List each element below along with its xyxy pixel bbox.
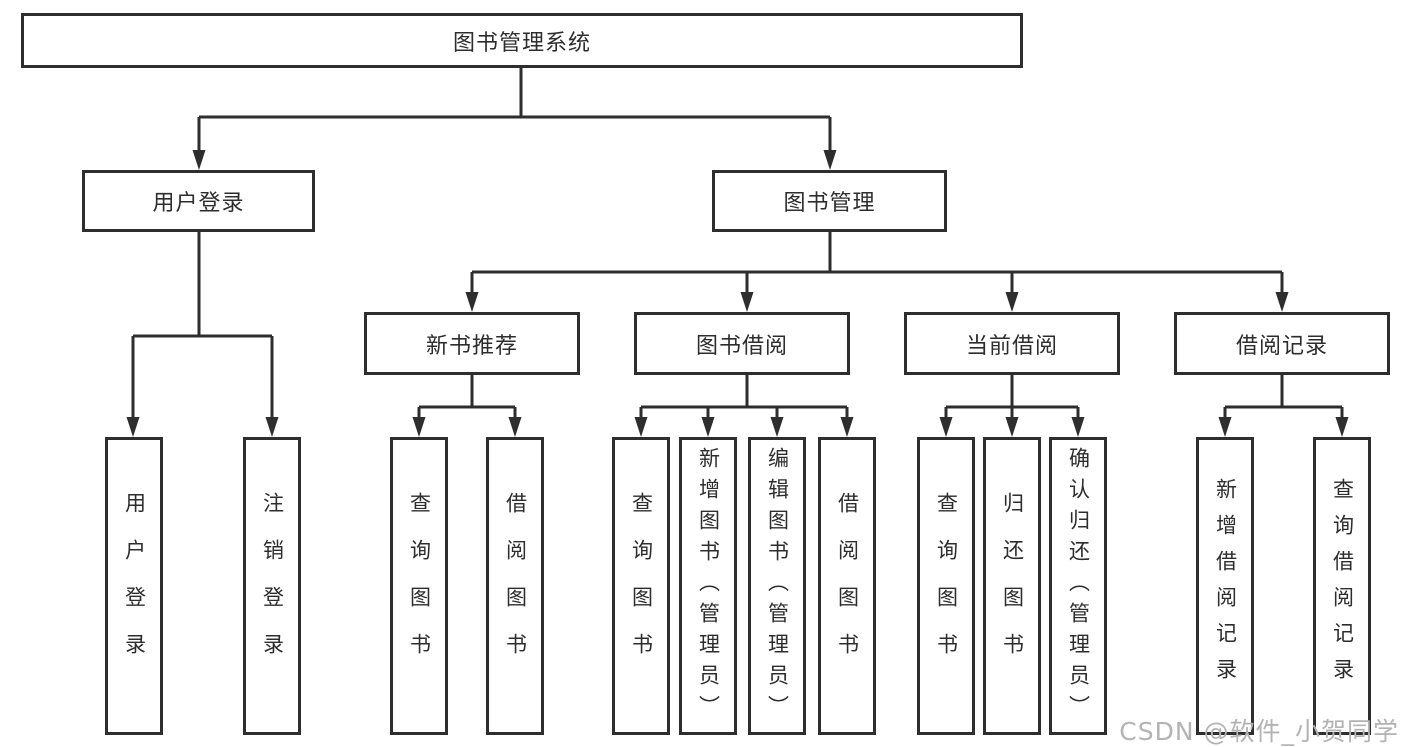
node-current-borrow-label: 当前借阅	[965, 333, 1058, 359]
leaf-current-return-books: 归还图书	[983, 437, 1041, 735]
leaf-records-add-borrow-record: 新增借阅记录	[1196, 437, 1254, 735]
node-new-book-recommend-label: 新书推荐	[425, 333, 518, 359]
leaf-newbook-borrow-books: 借阅图书	[486, 437, 544, 735]
leaf-borrow-add-books-admin: 新增图书（管理员）	[679, 437, 737, 735]
connector-root-to-branches	[192, 68, 837, 170]
node-book-management-branch: 图书管理	[712, 170, 947, 232]
leaf-logout-label: 注销登录	[260, 492, 285, 680]
leaf-borrow-edit-books-admin-label: 编辑图书（管理员）	[765, 446, 790, 726]
leaf-current-query-books: 查询图书	[917, 437, 975, 735]
leaf-newbook-borrow-books-label: 借阅图书	[503, 492, 528, 680]
leaf-user-login-label: 用户登录	[122, 492, 147, 680]
leaf-borrow-query-books: 查询图书	[612, 437, 670, 735]
node-book-borrow: 图书借阅	[634, 312, 850, 375]
connector-mgmt-to-modules	[465, 232, 1289, 312]
node-user-login-label: 用户登录	[152, 191, 245, 216]
node-borrow-records-label: 借阅记录	[1235, 333, 1328, 359]
leaf-records-query-borrow-record-label: 查询借阅记录	[1330, 478, 1355, 694]
leaf-records-query-borrow-record: 查询借阅记录	[1313, 437, 1371, 735]
leaf-borrow-edit-books-admin: 编辑图书（管理员）	[748, 437, 806, 735]
connector-newbook-to-leaves	[412, 375, 522, 437]
csdn-watermark: CSDN @软件_小贺同学	[1119, 717, 1399, 746]
connector-borrow-to-leaves	[634, 375, 854, 437]
leaf-current-query-books-label: 查询图书	[934, 492, 959, 680]
node-current-borrow: 当前借阅	[904, 312, 1120, 375]
connector-records-to-leaves	[1218, 375, 1349, 437]
connector-login-to-leaves	[126, 232, 279, 437]
node-new-book-recommend: 新书推荐	[364, 312, 580, 375]
leaf-current-return-books-label: 归还图书	[1000, 492, 1025, 680]
leaf-user-login: 用户登录	[105, 437, 163, 735]
leaf-borrow-borrow-books-label: 借阅图书	[835, 492, 860, 680]
node-borrow-records: 借阅记录	[1174, 312, 1390, 375]
leaf-records-add-borrow-record-label: 新增借阅记录	[1213, 478, 1238, 694]
leaf-newbook-query-books: 查询图书	[390, 437, 448, 735]
node-root-system: 图书管理系统	[21, 13, 1023, 68]
node-book-management-label: 图书管理	[783, 191, 876, 216]
leaf-logout: 注销登录	[243, 437, 301, 735]
node-user-login-branch: 用户登录	[82, 170, 315, 232]
leaf-current-confirm-return-admin: 确认归还（管理员）	[1049, 437, 1107, 735]
node-root-label: 图书管理系统	[452, 30, 591, 56]
leaf-newbook-query-books-label: 查询图书	[407, 492, 432, 680]
node-book-borrow-label: 图书借阅	[695, 333, 788, 359]
connector-current-to-leaves	[939, 375, 1085, 437]
leaf-borrow-borrow-books: 借阅图书	[818, 437, 876, 735]
leaf-current-confirm-return-admin-label: 确认归还（管理员）	[1066, 446, 1091, 726]
leaf-borrow-query-books-label: 查询图书	[629, 492, 654, 680]
leaf-borrow-add-books-admin-label: 新增图书（管理员）	[696, 446, 721, 726]
